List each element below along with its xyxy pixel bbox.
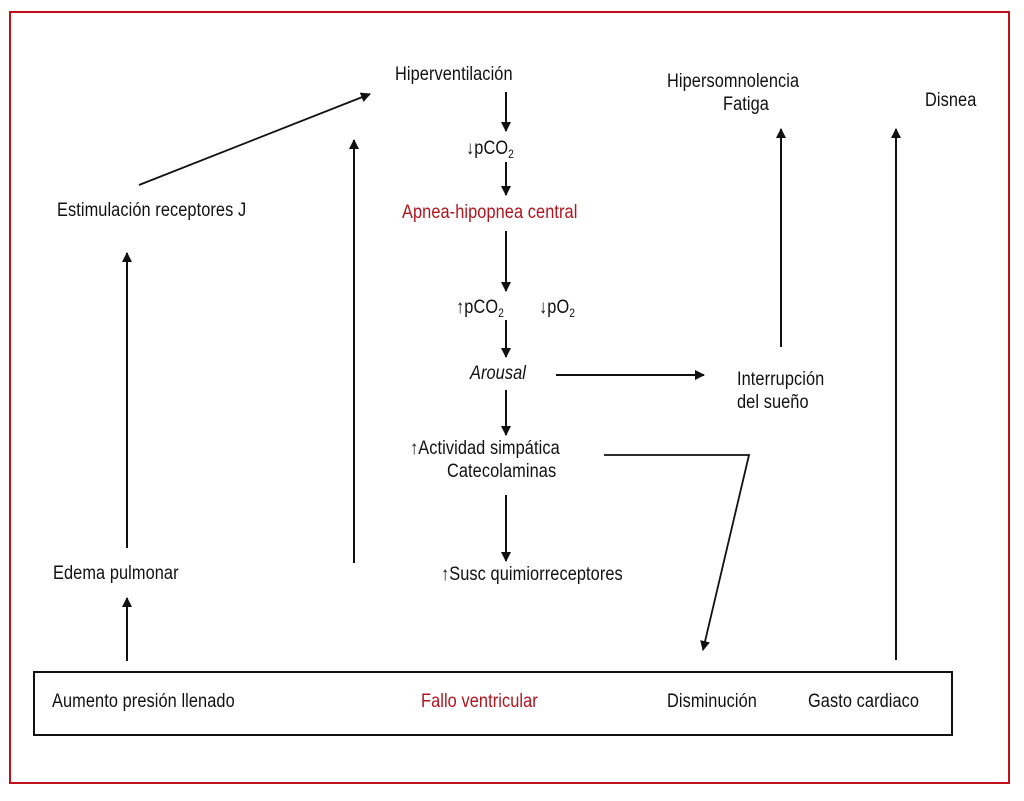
down-arrow-icon: ↓ [539, 297, 548, 318]
down-arrow-icon: ↓ [466, 138, 475, 159]
arrow-estimulacion-hiperventilacion [138, 92, 371, 186]
node-susc-quimiorreceptores: ↑Susc quimiorreceptores [441, 564, 623, 585]
box-fallo-ventricular: Fallo ventricular [421, 691, 538, 712]
node-hipersomnolencia: Hipersomnolencia [667, 71, 800, 92]
node-estimulacion-receptores-j: Estimulación receptores J [57, 200, 247, 221]
node-pco2-down: ↓pCO2 [466, 138, 514, 161]
node-del-sueno: del sueño [737, 392, 809, 413]
node-arousal: Arousal [470, 363, 527, 384]
fallo-ventricular-box [33, 671, 953, 736]
up-arrow-icon: ↑ [410, 438, 419, 459]
node-fatiga: Fatiga [723, 94, 769, 115]
up-arrow-icon: ↑ [441, 564, 450, 585]
node-edema-pulmonar: Edema pulmonar [53, 563, 179, 584]
outer-frame [9, 11, 1010, 784]
node-po2-down: ↓pO2 [539, 297, 576, 320]
arrow-actividad-disminucion [604, 454, 751, 651]
box-aumento-presion: Aumento presión llenado [52, 691, 235, 712]
node-actividad: ↑Actividad simpática [410, 438, 560, 459]
box-gasto-cardiaco: Gasto cardiaco [808, 691, 920, 712]
node-catecolaminas: Catecolaminas [447, 461, 557, 482]
node-apnea: Apnea-hipopnea central [402, 202, 578, 223]
up-arrow-icon: ↑ [456, 297, 465, 318]
box-disminucion: Disminución [667, 691, 757, 712]
node-hiperventilacion: Hiperventilación [395, 64, 513, 85]
node-disnea: Disnea [925, 90, 977, 111]
node-interrupcion: Interrupción [737, 369, 825, 390]
node-pco2-up: ↑pCO2 [456, 297, 504, 320]
